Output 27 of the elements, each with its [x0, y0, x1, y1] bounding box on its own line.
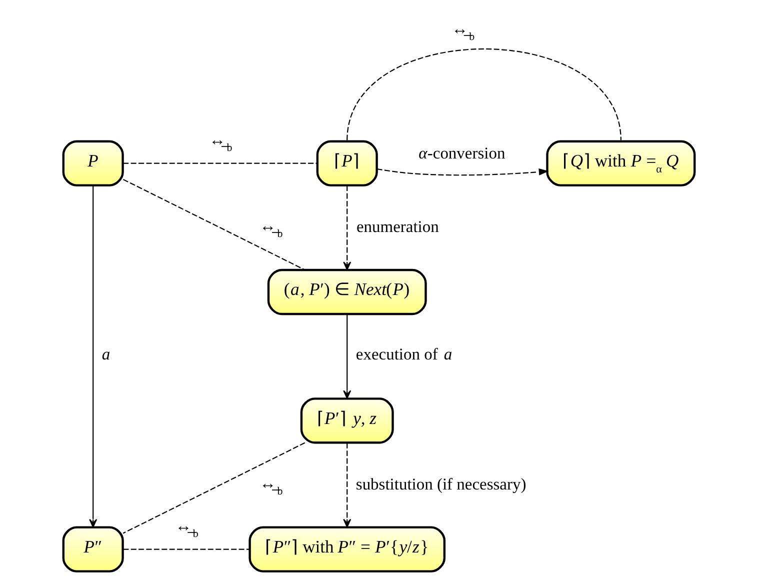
arrow [343, 314, 352, 399]
edge-label: ↔̲$_{b}$ [260, 473, 283, 498]
node-box: (a, P′) ∈ Next(P) [267, 268, 427, 316]
connector [346, 48, 622, 140]
edge-label: enumeration [356, 217, 439, 236]
arrow [343, 186, 352, 270]
node-box: P″ [62, 526, 124, 572]
edge-label: ↔̲$_{b}$ [175, 516, 198, 540]
edge-label: ↔̲$_{b}$ [452, 19, 475, 44]
connector [122, 178, 306, 270]
node-box: ⌈Q⌉ with P =$_{α}$ Q [546, 140, 696, 186]
connector [123, 548, 250, 550]
edge-label: execution of a [356, 344, 452, 364]
arrow [343, 442, 352, 528]
connector [123, 162, 318, 164]
node-box: ⌈P″⌉ with P″ = P′{y/z} [248, 526, 446, 572]
node-box: P [62, 140, 124, 186]
node-box: ⌈P′⌉ y, z [300, 398, 394, 444]
arrow [376, 168, 549, 176]
arrow [89, 185, 98, 528]
node-box: ⌈P⌉ [316, 140, 378, 186]
connector [122, 442, 306, 534]
edge-label: α-conversion [418, 143, 506, 162]
edge-label: substitution (if necessary) [356, 474, 526, 494]
edge-label: ↔̲$_{b}$ [260, 216, 283, 240]
edge-label: a [102, 344, 110, 364]
edge-label: ↔̲$_{b}$ [209, 130, 232, 154]
